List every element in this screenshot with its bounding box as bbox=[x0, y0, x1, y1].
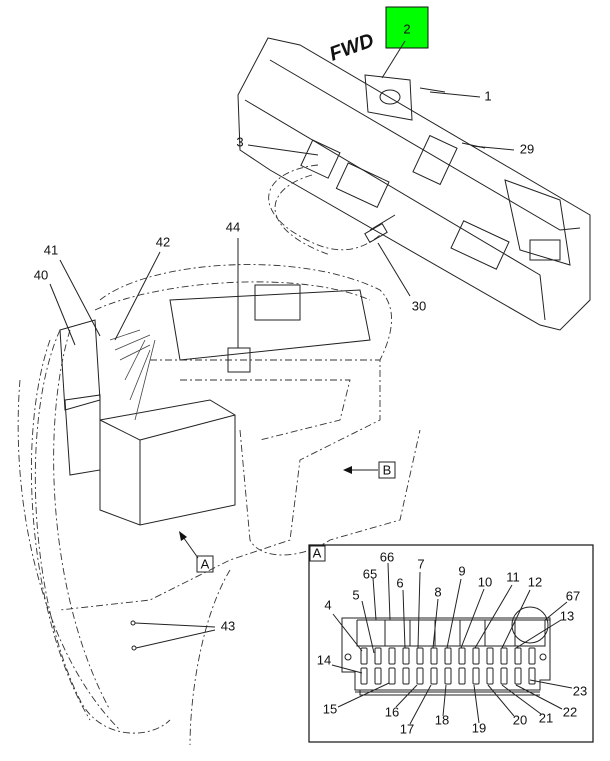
view-ref-a-label: A bbox=[201, 556, 210, 571]
connector-cavity bbox=[458, 667, 466, 685]
detail-leaders bbox=[331, 562, 573, 725]
detail-callout-18[interactable]: 18 bbox=[435, 712, 449, 727]
callout-3[interactable]: 3 bbox=[236, 134, 243, 149]
detail-callout-67[interactable]: 67 bbox=[566, 588, 580, 603]
detail-callout-15[interactable]: 15 bbox=[323, 701, 337, 716]
connector-cavity bbox=[514, 667, 522, 685]
detail-callout-66[interactable]: 66 bbox=[380, 549, 394, 564]
detail-callout-20[interactable]: 20 bbox=[513, 712, 527, 727]
connector-cavity bbox=[528, 667, 536, 685]
connector-cavity bbox=[402, 667, 410, 685]
connector-cavity bbox=[500, 667, 508, 685]
callout-44[interactable]: 44 bbox=[226, 219, 240, 234]
connector-cavity bbox=[458, 647, 466, 665]
connector-cavity bbox=[430, 667, 438, 685]
callout-2-highlight-box[interactable] bbox=[385, 6, 429, 49]
detail-callout-16[interactable]: 16 bbox=[385, 704, 399, 719]
connector-cavity bbox=[388, 647, 396, 665]
connector-cavity bbox=[430, 647, 438, 665]
callout-2[interactable]: 2 bbox=[403, 21, 410, 36]
dash-panel-drawing bbox=[237, 37, 591, 331]
callouts: 1 29 3 30 44 42 41 40 43 bbox=[34, 88, 534, 651]
detail-callout-12[interactable]: 12 bbox=[528, 574, 542, 589]
fwd-direction-indicator: FWD bbox=[327, 29, 377, 65]
detail-callout-7[interactable]: 7 bbox=[417, 556, 424, 571]
wire-harness-drawing bbox=[17, 164, 396, 734]
lower-assembly-drawing bbox=[59, 284, 421, 746]
connector-cavity bbox=[528, 647, 536, 665]
callout-29[interactable]: 29 bbox=[520, 141, 534, 156]
detail-callout-9[interactable]: 9 bbox=[458, 563, 465, 578]
connector-cavity bbox=[444, 667, 452, 685]
connector-cavity bbox=[472, 647, 480, 665]
fwd-label: FWD bbox=[327, 29, 377, 65]
connector-cavity bbox=[402, 647, 410, 665]
callout-42[interactable]: 42 bbox=[156, 234, 170, 249]
detail-callout-17[interactable]: 17 bbox=[400, 721, 414, 736]
callout-41[interactable]: 41 bbox=[44, 242, 58, 257]
view-ref-b[interactable]: B bbox=[343, 461, 396, 479]
connector-cavity bbox=[388, 667, 396, 685]
connector-cavity bbox=[374, 647, 382, 665]
view-ref-b-label: B bbox=[383, 462, 392, 477]
connector-cavities bbox=[360, 647, 536, 685]
detail-callout-21[interactable]: 21 bbox=[539, 710, 553, 725]
detail-callout-10[interactable]: 10 bbox=[478, 574, 492, 589]
detail-a-title: A bbox=[313, 545, 322, 560]
connector-cavity bbox=[472, 667, 480, 685]
connector-cavity bbox=[486, 667, 494, 685]
detail-callout-8[interactable]: 8 bbox=[434, 584, 441, 599]
callout-43[interactable]: 43 bbox=[221, 618, 235, 633]
connector-cavity bbox=[444, 647, 452, 665]
detail-a-inset: A 66 65 7 6 9 8 10 11 12 67 13 4 5 14 23… bbox=[308, 544, 594, 743]
detail-callout-19[interactable]: 19 bbox=[472, 720, 486, 735]
detail-callout-5[interactable]: 5 bbox=[352, 587, 359, 602]
detail-callout-14[interactable]: 14 bbox=[317, 652, 331, 667]
connector-cavity bbox=[486, 647, 494, 665]
callout-40[interactable]: 40 bbox=[34, 267, 48, 282]
detail-callout-65[interactable]: 65 bbox=[363, 566, 377, 581]
leader-line-2 bbox=[381, 40, 406, 79]
detail-callout-6[interactable]: 6 bbox=[396, 575, 403, 590]
connector-cavity bbox=[416, 647, 424, 665]
connector-cavity bbox=[374, 667, 382, 685]
detail-callout-23[interactable]: 23 bbox=[573, 683, 587, 698]
detail-callout-11[interactable]: 11 bbox=[506, 569, 520, 584]
detail-callout-4[interactable]: 4 bbox=[324, 597, 331, 612]
detail-callout-13[interactable]: 13 bbox=[560, 608, 574, 623]
connector-cavity bbox=[500, 647, 508, 665]
connector-cavity bbox=[360, 647, 368, 665]
callout-1[interactable]: 1 bbox=[484, 88, 491, 103]
connector-cavity bbox=[416, 667, 424, 685]
connector-cavity bbox=[360, 667, 368, 685]
connector-cavity bbox=[514, 647, 522, 665]
callout-30[interactable]: 30 bbox=[412, 298, 426, 313]
view-ref-a[interactable]: A bbox=[179, 531, 214, 573]
detail-callout-22[interactable]: 22 bbox=[563, 704, 577, 719]
